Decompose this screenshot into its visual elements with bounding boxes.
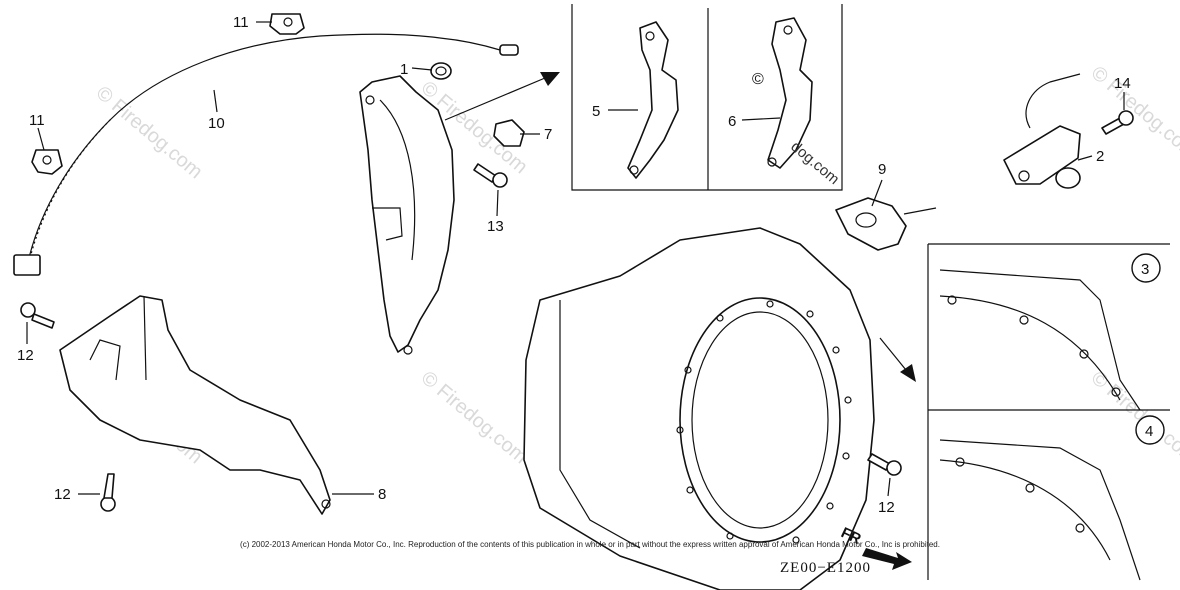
callout-12-left: 12: [17, 347, 34, 364]
callout-10: 10: [208, 115, 225, 132]
part-8-lower-guard: [59, 295, 331, 515]
callout-14: 14: [1114, 75, 1131, 92]
callout-12-right: 12: [878, 499, 895, 516]
detail-label-4: 4: [1145, 423, 1153, 440]
callout-2: 2: [1096, 148, 1104, 165]
callout-labels: 1 2 5 6 7 8 9 10 11 11 12 12 12 13 14: [17, 14, 1131, 516]
callout-1: 1: [400, 61, 408, 78]
part-12-bolt-bottom-left: [100, 473, 116, 512]
callout-9: 9: [878, 161, 886, 178]
detail-view-labels: 3 4: [1131, 253, 1165, 445]
detail-label-3: 3: [1141, 261, 1149, 278]
callout-5: 5: [592, 103, 600, 120]
front-arrow-icon: [862, 548, 912, 570]
callout-7: 7: [544, 126, 552, 143]
detail-view-4: [928, 409, 1170, 581]
part-7-clip: [493, 119, 525, 147]
part-14-bolt: [1101, 110, 1134, 135]
callout-11-top: 11: [233, 14, 249, 31]
callout-13: 13: [487, 218, 504, 235]
part-2-switch: [1003, 73, 1081, 189]
callout-8: 8: [378, 486, 386, 503]
copyright-mark: ©: [752, 71, 764, 88]
watermark: © Firedog.com: [1087, 367, 1180, 468]
detail-view-3: [927, 243, 1170, 580]
detail-arrow: [444, 72, 560, 121]
part-air-guide-baffle: [359, 75, 455, 355]
fr-label: FR: [838, 524, 863, 548]
watermark: © Firedog.com: [417, 367, 532, 468]
part-10-cable: [13, 33, 519, 276]
front-direction-marker: FR: [838, 524, 912, 570]
part-13-bolt: [473, 163, 508, 188]
watermark: © Firedog.com: [92, 82, 207, 183]
part-9-sensor: [835, 197, 937, 251]
part-12-bolt-top-left: [20, 302, 55, 329]
part-12-bolt-right: [867, 453, 902, 476]
housing-bolt-holes: [676, 300, 852, 544]
callout-12-bottom: 12: [54, 486, 71, 503]
callout-11-left: 11: [29, 112, 45, 129]
detail-inset-5-6: [571, 4, 843, 191]
callout-6: 6: [728, 113, 736, 130]
drawing-code: ZE00−E1200: [780, 560, 871, 576]
part-11-clip-top: [269, 13, 305, 35]
part-1-grommet: [430, 62, 452, 80]
brand-watermark: dog.com: [787, 138, 842, 188]
leader-lines: [26, 21, 1125, 497]
part-fan-cover-housing: [523, 227, 875, 590]
detail-3-arrow: [879, 337, 916, 382]
copyright-notice: (c) 2002-2013 American Honda Motor Co., …: [240, 540, 940, 549]
part-11-clip-left: [31, 149, 63, 175]
